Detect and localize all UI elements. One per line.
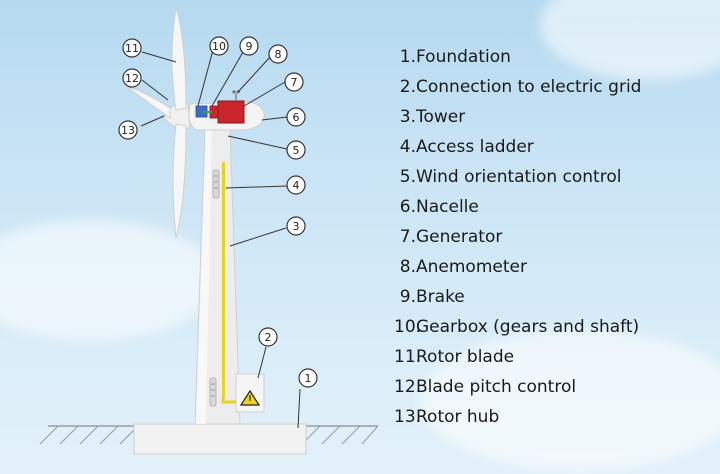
callout-6: 6 [286,107,306,127]
callout-7: 7 [284,72,304,92]
grid-connection-box [235,373,265,413]
legend-item: 2.Connection to electric grid [394,72,642,102]
legend-number: 7. [399,227,416,247]
legend-number: 12. [394,377,422,397]
legend-item: 7.Generator [394,222,641,252]
callout-4: 4 [286,175,306,195]
callout-12: 12 [122,68,142,88]
legend-number: 13. [394,407,422,427]
legend-label: Blade pitch control [416,377,577,397]
legend-item: 3.Tower [394,102,641,132]
legend-label: Tower [416,107,466,127]
legend-label: Nacelle [416,197,479,217]
legend-label: Anemometer [416,257,527,277]
legend-item: 8.Anemometer [394,252,641,282]
legend-item: 4.Access ladder [394,132,641,162]
legend-item: 9.Brake [394,282,641,312]
legend-item: 6.Nacelle [394,192,641,222]
legend-number: 2. [399,77,416,97]
callout-number: 5 [293,144,300,157]
legend-label: Generator [416,227,503,247]
rotor-blades [125,7,187,239]
legend-number: 9. [399,287,416,307]
callout-number: 11 [125,42,139,55]
callout-9: 9 [239,36,259,56]
callout-10: 10 [209,36,229,56]
callout-number: 8 [275,48,282,61]
callout-number: 12 [125,72,139,85]
legend-label: Access ladder [416,137,534,157]
callout-8: 8 [268,44,288,64]
callout-5: 5 [286,140,306,160]
legend-label: Wind orientation control [416,167,622,187]
legend-label: Connection to electric grid [416,77,642,97]
callout-number: 13 [121,124,135,137]
legend-item: 5.Wind orientation control [394,162,641,192]
legend-number: 10. [394,317,422,337]
foundation [133,423,307,455]
legend-item: 12.Blade pitch control [394,372,641,402]
callout-number: 4 [293,179,300,192]
callout-number: 10 [212,40,226,53]
callout-1: 1 [298,368,318,388]
callout-number: 1 [305,372,312,385]
callout-13: 13 [118,120,138,140]
generator [217,100,245,124]
nacelle [188,90,265,131]
legend-label: Rotor hub [416,407,500,427]
legend-number: 4. [399,137,416,157]
legend-number: 11. [394,347,422,367]
legend-label: Foundation [416,47,511,67]
callout-2: 2 [258,327,278,347]
callout-number: 9 [246,40,253,53]
legend-number: 5. [399,167,416,187]
callout-3: 3 [286,216,306,236]
callout-number: 7 [291,76,298,89]
legend-item: 13.Rotor hub [394,402,641,432]
legend-label: Rotor blade [416,347,515,367]
legend-number: 8. [399,257,416,277]
callout-number: 6 [293,111,300,124]
legend-number: 6. [399,197,416,217]
callout-11: 11 [122,38,142,58]
legend-label: Gearbox (gears and shaft) [416,317,640,337]
leader-lines [140,49,301,429]
legend-number: 1. [399,47,416,67]
legend-number: 3. [399,107,416,127]
access-ladder [209,162,240,407]
cloud [420,330,720,470]
callout-number: 3 [293,220,300,233]
legend-item: 11.Rotor blade [394,342,641,372]
legend-item: 1.Foundation [394,42,641,72]
tower-highlight [196,128,212,424]
callout-number: 2 [265,331,272,344]
legend-item: 10.Gearbox (gears and shaft) [394,312,641,342]
cloud [0,220,220,340]
legend-label: Brake [416,287,465,307]
